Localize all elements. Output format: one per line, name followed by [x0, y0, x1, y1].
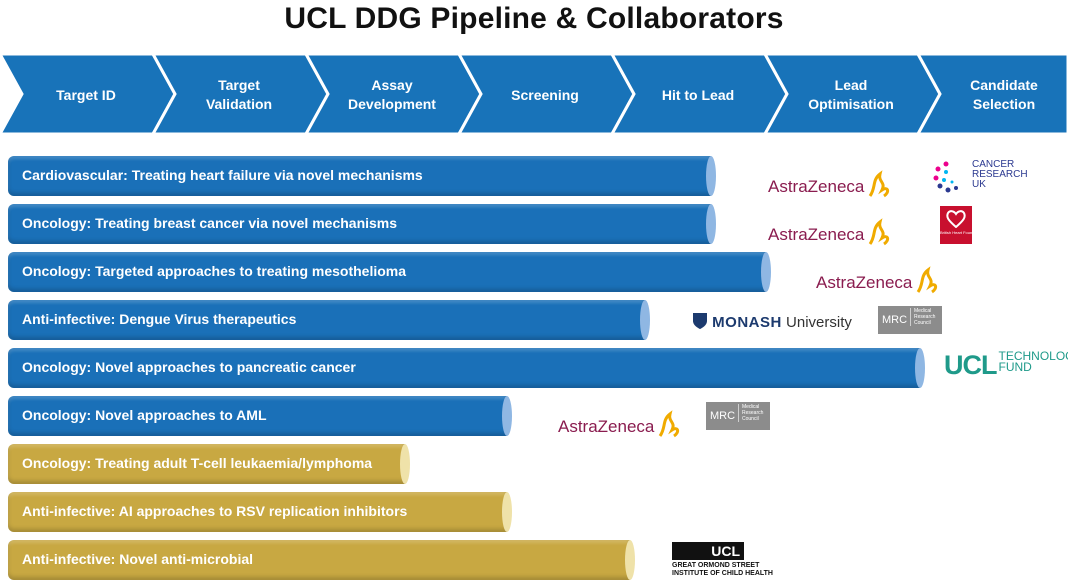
astrazeneca-swirl-icon [869, 218, 890, 246]
mrc-logo-row4: MRC Medical Research Council [878, 306, 942, 334]
stage-chevron-6 [763, 54, 942, 134]
project-bar-end-cap [502, 492, 512, 532]
cancer-research-uk-logo: CANCER RESEARCH UK [932, 159, 1028, 194]
chart-title: UCL DDG Pipeline & Collaborators [284, 2, 784, 35]
astrazeneca-swirl-icon [659, 410, 680, 438]
monash-text: MONASH [712, 314, 782, 331]
british-heart-foundation-logo: British Heart Foundation [940, 206, 983, 244]
project-bar-8: Anti-infective: AI approaches to RSV rep… [8, 492, 512, 532]
monash-university-text: University [786, 314, 852, 331]
project-bar-end-cap [706, 156, 716, 196]
project-bar-end-cap [625, 540, 635, 580]
monash-shield-icon [693, 313, 707, 329]
stage-label-1: Target ID [56, 87, 116, 103]
project-bar-end-cap [502, 396, 512, 436]
mrc-text: MRC [710, 410, 736, 422]
project-label-7: Oncology: Treating adult T-cell leukaemi… [22, 455, 373, 471]
bhf-text: British Heart Foundation [940, 230, 984, 235]
heart-icon [946, 210, 966, 228]
project-bar-6: Oncology: Novel approaches to AML [8, 396, 512, 436]
project-label-6: Oncology: Novel approaches to AML [22, 407, 267, 423]
ucl-fund-main-text: UCL [944, 350, 997, 380]
stage-chevron-4 [457, 54, 636, 134]
monash-university-logo: MONASH University [692, 312, 852, 331]
astrazeneca-text: AstraZeneca [816, 273, 913, 292]
project-label-4: Anti-infective: Dengue Virus therapeutic… [22, 311, 297, 327]
project-bar-9: Anti-infective: Novel anti-microbial [8, 540, 635, 580]
gosh-ucl-logo: UCL GREAT ORMOND STREET INSTITUTE OF CHI… [672, 542, 773, 578]
project-label-3: Oncology: Targeted approaches to treatin… [22, 263, 407, 279]
project-label-1: Cardiovascular: Treating heart failure v… [22, 167, 423, 183]
ucl-technology-fund-logo: UCLTECHNOLOGYFUND [944, 350, 1068, 381]
stage-chevron-5 [610, 54, 789, 134]
stage-label-4: Screening [511, 87, 579, 103]
stage-chevron-1 [0, 54, 177, 134]
mrc-subtext: Medical Research Council [910, 308, 942, 326]
cruk-line-1: CANCER [972, 159, 1015, 170]
project-bar-end-cap [915, 348, 925, 388]
project-bar-2: Oncology: Treating breast cancer via nov… [8, 204, 716, 244]
project-bar-1: Cardiovascular: Treating heart failure v… [8, 156, 716, 196]
project-bar-end-cap [761, 252, 771, 292]
stage-chevron-2 [151, 54, 330, 134]
project-label-8: Anti-infective: AI approaches to RSV rep… [22, 503, 408, 519]
astrazeneca-logo-row3: AstraZeneca [816, 266, 940, 294]
mrc-subtext: Medical Research Council [738, 404, 770, 422]
astrazeneca-logo-row6: AstraZeneca [558, 410, 682, 438]
ucl-fund-fund-text: FUND [998, 360, 1032, 374]
project-label-5: Oncology: Novel approaches to pancreatic… [22, 359, 356, 375]
project-label-9: Anti-infective: Novel anti-microbial [22, 551, 254, 567]
astrazeneca-swirl-icon [869, 170, 890, 198]
ucl-fund-technology-text: TECHNOLOGY [998, 349, 1068, 363]
astrazeneca-logo-row1: AstraZeneca [768, 170, 892, 198]
project-label-2: Oncology: Treating breast cancer via nov… [22, 215, 398, 231]
stage-chevron-7 [916, 54, 1068, 134]
astrazeneca-text: AstraZeneca [768, 177, 865, 196]
stage-chevron-3 [304, 54, 483, 134]
cruk-line-3: UK [972, 179, 986, 190]
gosh-line-2: INSTITUTE OF CHILD HEALTH [672, 570, 773, 577]
project-bar-3: Oncology: Targeted approaches to treatin… [8, 252, 771, 292]
project-bar-7: Oncology: Treating adult T-cell leukaemi… [8, 444, 410, 484]
astrazeneca-swirl-icon [917, 266, 938, 294]
astrazeneca-text: AstraZeneca [768, 225, 865, 244]
project-bar-end-cap [640, 300, 650, 340]
astrazeneca-text: AstraZeneca [558, 417, 655, 436]
project-bar-4: Anti-infective: Dengue Virus therapeutic… [8, 300, 650, 340]
project-bar-end-cap [706, 204, 716, 244]
mrc-logo-row6: MRC Medical Research Council [706, 402, 770, 430]
project-bar-end-cap [400, 444, 410, 484]
gosh-line-1: GREAT ORMOND STREET [672, 562, 760, 569]
cruk-line-2: RESEARCH [972, 169, 1028, 180]
mrc-text: MRC [882, 314, 908, 326]
cruk-dots-icon [933, 161, 958, 193]
astrazeneca-logo-row2: AstraZeneca [768, 218, 892, 246]
stage-label-5: Hit to Lead [662, 87, 734, 103]
gosh-ucl-block: UCL [672, 542, 744, 560]
project-bar-5: Oncology: Novel approaches to pancreatic… [8, 348, 925, 388]
